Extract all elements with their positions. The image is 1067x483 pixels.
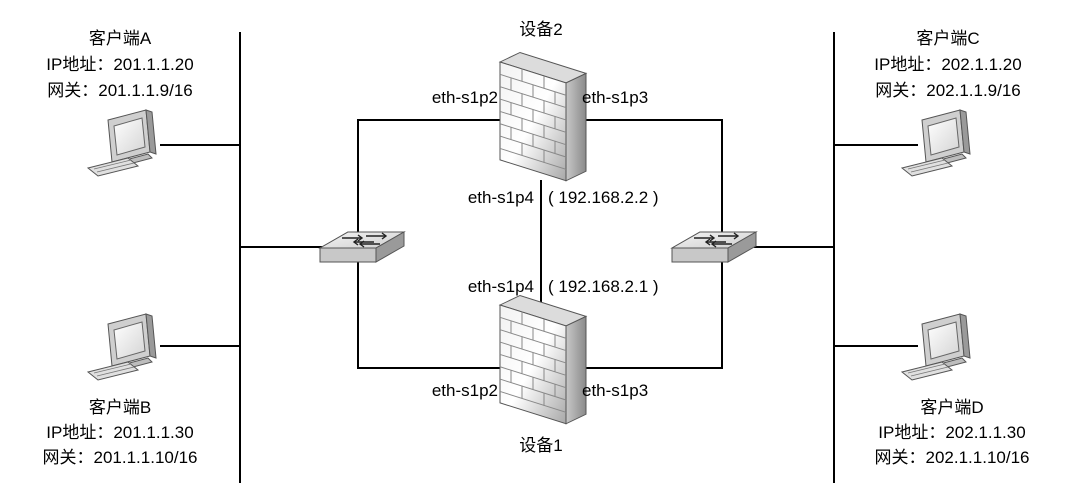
left-switch-to-device2	[357, 119, 502, 232]
client-a-name: 客户端A	[89, 29, 152, 48]
client-d-name: 客户端D	[920, 398, 983, 417]
client-c-pc-icon	[901, 109, 971, 177]
left-switch-icon	[319, 231, 405, 263]
device2-firewall-icon	[499, 52, 587, 182]
right-switch-icon	[671, 231, 757, 263]
client-a-ip: IP地址：201.1.1.20	[46, 55, 193, 74]
device1-port-left: eth-s1p2	[432, 381, 498, 400]
device1-firewall-icon	[499, 295, 587, 425]
client-b-gateway: 网关：201.1.1.10/16	[43, 448, 198, 467]
client-d-gateway: 网关：202.1.1.10/16	[875, 448, 1030, 467]
device2-port-left: eth-s1p2	[432, 88, 498, 107]
client-b-pc-icon	[87, 313, 157, 381]
device1-port-right: eth-s1p3	[582, 381, 648, 400]
device2-port-bottom-ip: ( 192.168.2.2 )	[548, 188, 659, 207]
client-b-ip: IP地址：201.1.1.30	[46, 423, 193, 442]
client-c-gateway: 网关：202.1.1.9/16	[875, 81, 1021, 100]
left-switch-to-device1	[357, 262, 502, 369]
device1-to-right-switch	[574, 262, 723, 369]
device1-port-top-ip: ( 192.168.2.1 )	[548, 277, 659, 296]
client-c-name: 客户端C	[916, 29, 979, 48]
client-b-name: 客户端B	[89, 398, 151, 417]
device2-port-right: eth-s1p3	[582, 88, 648, 107]
device2-name: 设备2	[519, 20, 562, 39]
device2-to-right-switch	[574, 119, 723, 232]
device1-port-top: eth-s1p4	[468, 277, 534, 296]
client-d-ip: IP地址：202.1.1.30	[878, 423, 1025, 442]
device1-name: 设备1	[519, 436, 562, 455]
client-a-pc-icon	[87, 109, 157, 177]
client-c-ip: IP地址：202.1.1.20	[874, 55, 1021, 74]
device2-port-bottom: eth-s1p4	[468, 188, 534, 207]
client-a-gateway: 网关：201.1.1.9/16	[47, 81, 193, 100]
